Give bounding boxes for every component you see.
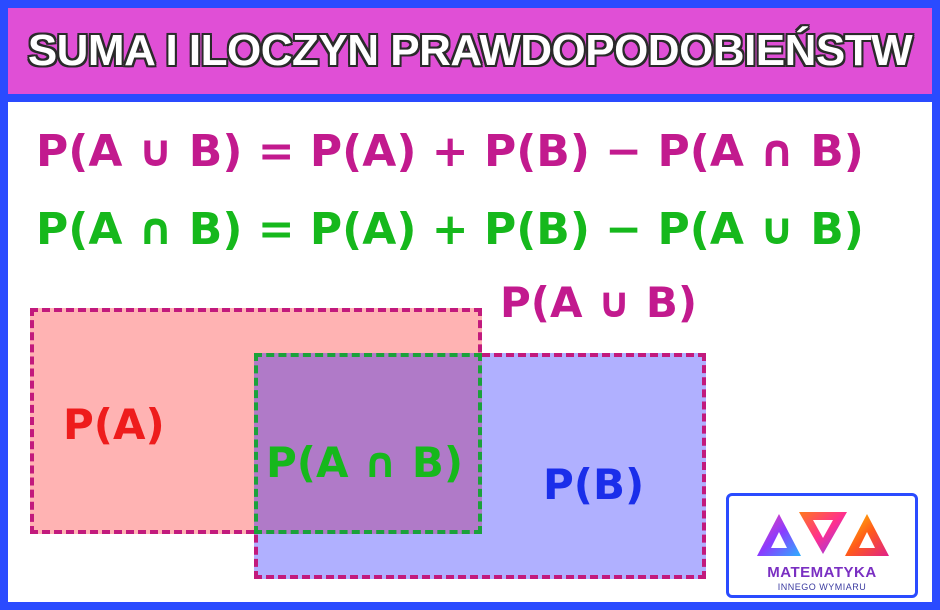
page-title: SUMA I ILOCZYN PRAWDOPODOBIEŃSTW	[27, 26, 913, 75]
logo-name: MATEMATYKA	[767, 564, 877, 581]
title-bar: SUMA I ILOCZYN PRAWDOPODOBIEŃSTW	[8, 8, 932, 102]
formula-sum: P(A ∪ B) = P(A) + P(B) − P(A ∩ B)	[36, 126, 864, 177]
intersection-label: P(A ∩ B)	[266, 438, 464, 487]
intersection-rectangle	[254, 353, 482, 534]
logo-triangles-icon	[757, 512, 889, 556]
set-b-label: P(B)	[543, 460, 645, 509]
set-a-label: P(A)	[63, 400, 165, 449]
union-label: P(A ∪ B)	[500, 278, 698, 327]
logo: MATEMATYKA INNEGO WYMIARU	[726, 493, 918, 598]
logo-subtitle: INNEGO WYMIARU	[777, 582, 867, 592]
formula-product: P(A ∩ B) = P(A) + P(B) − P(A ∪ B)	[36, 204, 864, 255]
